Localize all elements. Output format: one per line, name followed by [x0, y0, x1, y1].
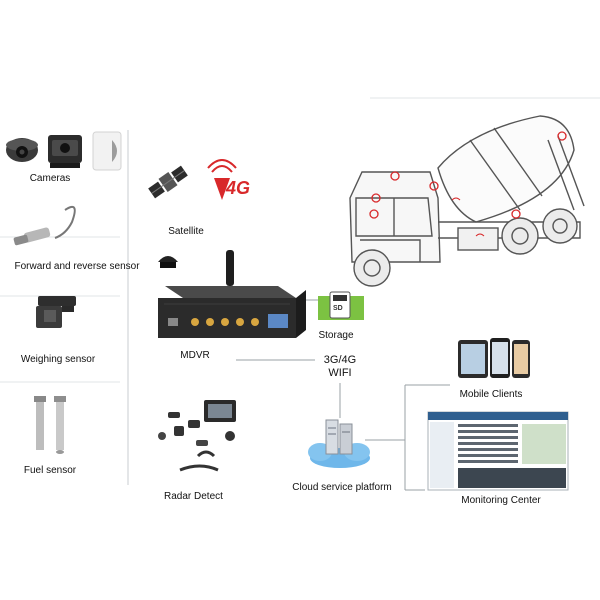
monitoring-center-label: Monitoring Center	[456, 495, 546, 507]
